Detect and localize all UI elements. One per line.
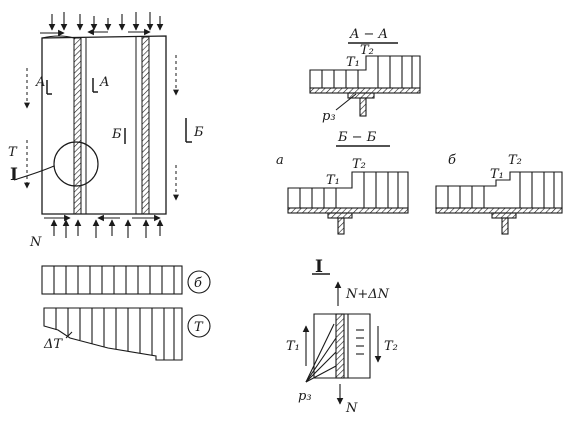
detail-circle [53,141,99,187]
label-detail-marker: I [10,165,18,185]
section-bb-case-b-labels: б T₁ T₂ [448,153,522,182]
label-t2-aa: T₂ [360,43,374,58]
label-t1-b: T₁ [490,167,504,182]
label-b-mid: Б [111,127,122,142]
title-section-bb: Б − Б [337,130,377,145]
label-t2-b: T₂ [508,153,522,168]
label-t1-aa: T₁ [346,55,360,70]
label-circle-t: T [194,320,204,335]
label-n-plus-dn: N+ΔN [345,287,390,302]
label-case-a: а [276,153,284,168]
label-n-bottom: N [29,235,42,250]
section-aa [309,42,421,117]
bottom-load-arrows [44,214,164,238]
label-a-left: A [35,75,45,90]
circle-b-marker [187,270,211,294]
diagram-b-uniform [41,265,211,295]
detail-i-labels: I N+ΔN T₁ T₂ p₃ N [286,257,398,416]
label-t1-detail: T₁ [286,339,300,354]
label-circle-b: б [194,276,202,291]
label-n-detail: N [345,401,358,416]
title-detail-i: I [315,257,323,277]
detail-i [302,273,382,405]
label-b-right: Б [193,125,204,140]
title-section-aa: A − A [349,27,388,42]
label-delta-t: ΔT [43,337,63,352]
label-t-left: T [8,145,18,160]
label-t2-a: T₂ [352,157,366,172]
section-bb-case-a [287,145,409,235]
top-load-arrows [40,12,164,37]
section-bb-case-b [435,171,563,235]
label-case-b: б [448,153,456,168]
circle-t-marker [187,314,211,338]
label-p3-detail: p₃ [298,389,312,404]
label-p3-aa: p₃ [322,109,336,124]
plan-labels: A A Б Б T I N [8,75,204,250]
label-t2-detail: T₂ [384,339,398,354]
plan-view [13,35,192,215]
section-aa-labels: A − A T₁ T₂ p₃ [322,27,388,124]
section-bb-case-a-labels: Б − Б а T₁ T₂ [276,130,377,188]
label-t1-a: T₁ [326,173,340,188]
diagram-t-stepped [43,307,211,361]
label-a-right: A [99,75,109,90]
